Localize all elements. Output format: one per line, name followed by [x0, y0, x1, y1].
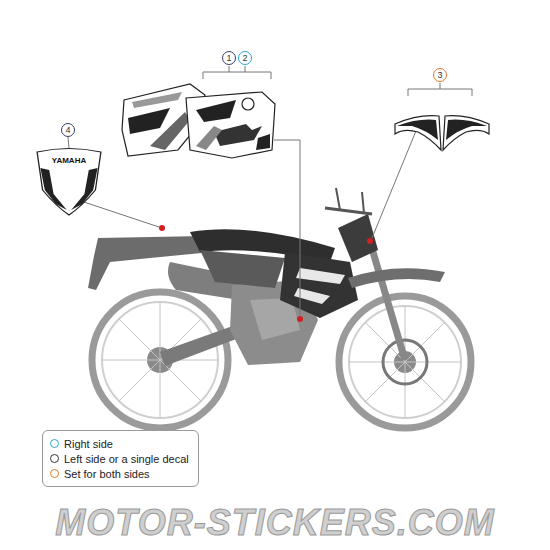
leader-line	[84, 202, 159, 227]
callout-bracket	[408, 83, 472, 96]
watermark-row: MOTOR-STICKERS.COM	[0, 502, 550, 544]
decal-position-dot	[297, 316, 303, 322]
decal-text: YAMAHA	[36, 146, 102, 165]
side-cover	[200, 250, 285, 288]
legend-row: Right side	[50, 436, 189, 451]
legend-swatch	[50, 469, 59, 478]
watermark: MOTOR-STICKERS.COM	[55, 502, 494, 543]
legend-row: Set for both sides	[50, 466, 189, 481]
shroud-decal-right	[186, 92, 275, 158]
callout-number-text: 1	[226, 54, 231, 63]
legend-swatch	[50, 439, 59, 448]
rear-wheel	[92, 292, 228, 428]
callout-number: 2	[238, 51, 252, 65]
handlebar	[325, 208, 372, 214]
decal-stripe	[40, 168, 66, 210]
legend-row: Left side or a single decal	[50, 451, 189, 466]
decal-position-dot	[159, 225, 165, 231]
callout-bracket	[203, 66, 271, 79]
leader-connector	[68, 137, 69, 148]
front-fender	[348, 268, 445, 288]
mirror-stem	[362, 192, 364, 213]
front-wheel	[339, 296, 471, 428]
fork-guard-decal-set	[395, 116, 489, 150]
mirror-stem	[336, 188, 340, 210]
callout-number: 3	[433, 68, 447, 82]
leader-line	[372, 126, 418, 238]
callout-number: 1	[222, 51, 236, 65]
rear-fender-decal: YAMAHA	[36, 146, 102, 216]
legend-text: Set for both sides	[64, 468, 150, 480]
callout-number-text: 3	[437, 71, 442, 80]
tank-shroud	[280, 252, 358, 318]
legend-text: Right side	[64, 438, 113, 450]
legend-swatch	[50, 454, 59, 463]
legend-box: Right sideLeft side or a single decalSet…	[42, 430, 199, 487]
shroud-stripe	[296, 268, 345, 284]
shroud-stripe	[294, 288, 330, 304]
decal-position-dot	[367, 238, 373, 244]
callout-number-text: 2	[242, 54, 247, 63]
legend-text: Left side or a single decal	[64, 453, 189, 465]
callout-number-text: 4	[65, 126, 70, 135]
leader-line	[274, 140, 300, 315]
decal-stripe	[71, 168, 97, 210]
callout-number: 4	[61, 123, 75, 137]
